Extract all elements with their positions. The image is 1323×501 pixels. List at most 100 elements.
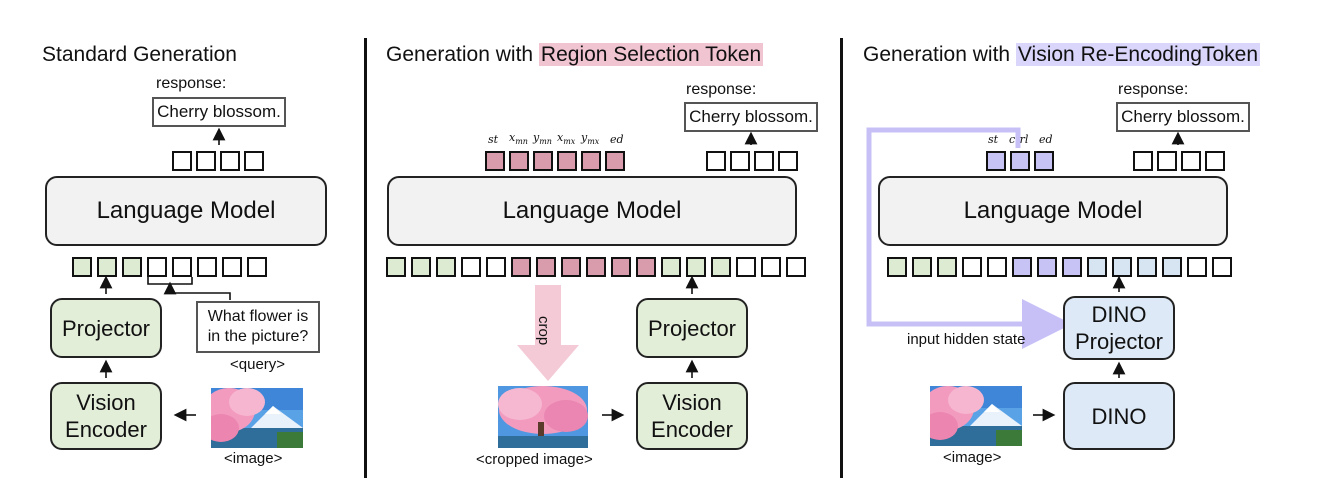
response-box: Cherry blossom. <box>1116 102 1250 132</box>
panel-divider <box>364 38 367 478</box>
output-token <box>244 151 264 171</box>
output-token <box>778 151 798 171</box>
input-token <box>1187 257 1207 277</box>
panel-region-selection: Generation with Region Selection Token r… <box>368 0 838 501</box>
output-token <box>196 151 216 171</box>
output-token <box>533 151 553 171</box>
output-token <box>581 151 601 171</box>
panel-divider <box>840 38 843 478</box>
output-token <box>509 151 529 171</box>
input-token <box>761 257 781 277</box>
output-token <box>605 151 625 171</box>
title-highlight: Vision Re-EncodingToken <box>1015 43 1261 66</box>
response-box: Cherry blossom. <box>152 97 286 127</box>
input-token <box>386 257 406 277</box>
panel-vision-reencoding: Generation with Vision Re-EncodingToken … <box>845 0 1323 501</box>
projector-box: Projector <box>636 298 748 358</box>
output-token <box>986 151 1006 171</box>
input-token <box>711 257 731 277</box>
query-bracket <box>147 277 193 285</box>
input-token <box>611 257 631 277</box>
input-token <box>122 257 142 277</box>
input-token <box>222 257 242 277</box>
vision-encoder-box: Vision Encoder <box>636 382 748 450</box>
image-caption: <image> <box>224 450 283 467</box>
token-symbol-ed: ed <box>610 133 624 146</box>
response-label: response: <box>686 81 757 98</box>
vision-encoder-line2: Encoder <box>65 417 147 442</box>
output-token <box>1034 151 1054 171</box>
input-token <box>511 257 531 277</box>
token-symbol-xmn: xmn <box>509 131 528 147</box>
token-symbol-ymn: ymn <box>533 131 552 147</box>
cherry-blossom-image <box>211 388 303 448</box>
projector-box: Projector <box>50 298 162 358</box>
input-token <box>937 257 957 277</box>
input-token <box>247 257 267 277</box>
input-token <box>1137 257 1157 277</box>
output-token <box>485 151 505 171</box>
crop-arrow <box>517 285 579 381</box>
image-caption: <image> <box>943 449 1002 466</box>
vision-encoder-line1: Vision <box>662 390 722 415</box>
input-token <box>786 257 806 277</box>
title-prefix: Generation with <box>386 43 539 66</box>
input-token <box>736 257 756 277</box>
input-token <box>536 257 556 277</box>
input-token <box>1037 257 1057 277</box>
query-box: What flower is in the picture? <box>196 301 320 353</box>
query-line2: in the picture? <box>207 328 309 345</box>
input-token <box>1012 257 1032 277</box>
response-label: response: <box>156 75 227 92</box>
panel-title: Generation with Vision Re-EncodingToken <box>863 43 1261 67</box>
response-label: response: <box>1118 81 1189 98</box>
token-symbol-st: st <box>488 133 499 146</box>
input-token <box>436 257 456 277</box>
input-token <box>147 257 167 277</box>
output-token <box>1133 151 1153 171</box>
output-token <box>1205 151 1225 171</box>
vision-encoder-line1: Vision <box>76 390 136 415</box>
cropped-cherry-blossom-image <box>498 386 588 448</box>
language-model-box: Language Model <box>45 176 327 246</box>
query-caption: <query> <box>230 356 286 373</box>
input-token <box>72 257 92 277</box>
region-arrows <box>602 131 758 422</box>
vision-encoder-line2: Encoder <box>651 417 733 442</box>
output-token <box>1010 151 1030 171</box>
output-token <box>557 151 577 171</box>
output-token <box>754 151 774 171</box>
output-token <box>1157 151 1177 171</box>
query-arrow <box>163 281 231 300</box>
input-token <box>887 257 907 277</box>
query-line1: What flower is <box>207 308 309 325</box>
token-symbol-st: st <box>988 133 999 146</box>
vision-encoder-box: Vision Encoder <box>50 382 162 450</box>
token-symbol-xmx: xmx <box>557 131 576 147</box>
input-token <box>486 257 506 277</box>
input-token <box>962 257 982 277</box>
input-token <box>912 257 932 277</box>
input-token <box>411 257 431 277</box>
cherry-blossom-image <box>930 386 1022 446</box>
response-box: Cherry blossom. <box>684 102 818 132</box>
image-caption: <cropped image> <box>476 451 593 468</box>
hidden-state-arrow <box>866 127 1072 349</box>
input-token <box>561 257 581 277</box>
input-token <box>661 257 681 277</box>
input-token <box>1087 257 1107 277</box>
title-prefix: Generation with <box>863 43 1016 66</box>
hidden-state-label: input hidden state <box>907 331 1026 348</box>
output-token <box>172 151 192 171</box>
output-token <box>730 151 750 171</box>
vision-arrows <box>1033 131 1185 422</box>
title-highlight: Region Selection Token <box>538 43 764 66</box>
output-token <box>1181 151 1201 171</box>
dino-projector-box: DINO Projector <box>1063 296 1175 360</box>
output-token <box>220 151 240 171</box>
dino-projector-line2: Projector <box>1074 329 1164 354</box>
input-token <box>461 257 481 277</box>
input-token <box>1162 257 1182 277</box>
panel-title: Standard Generation <box>42 43 237 66</box>
input-token <box>172 257 192 277</box>
